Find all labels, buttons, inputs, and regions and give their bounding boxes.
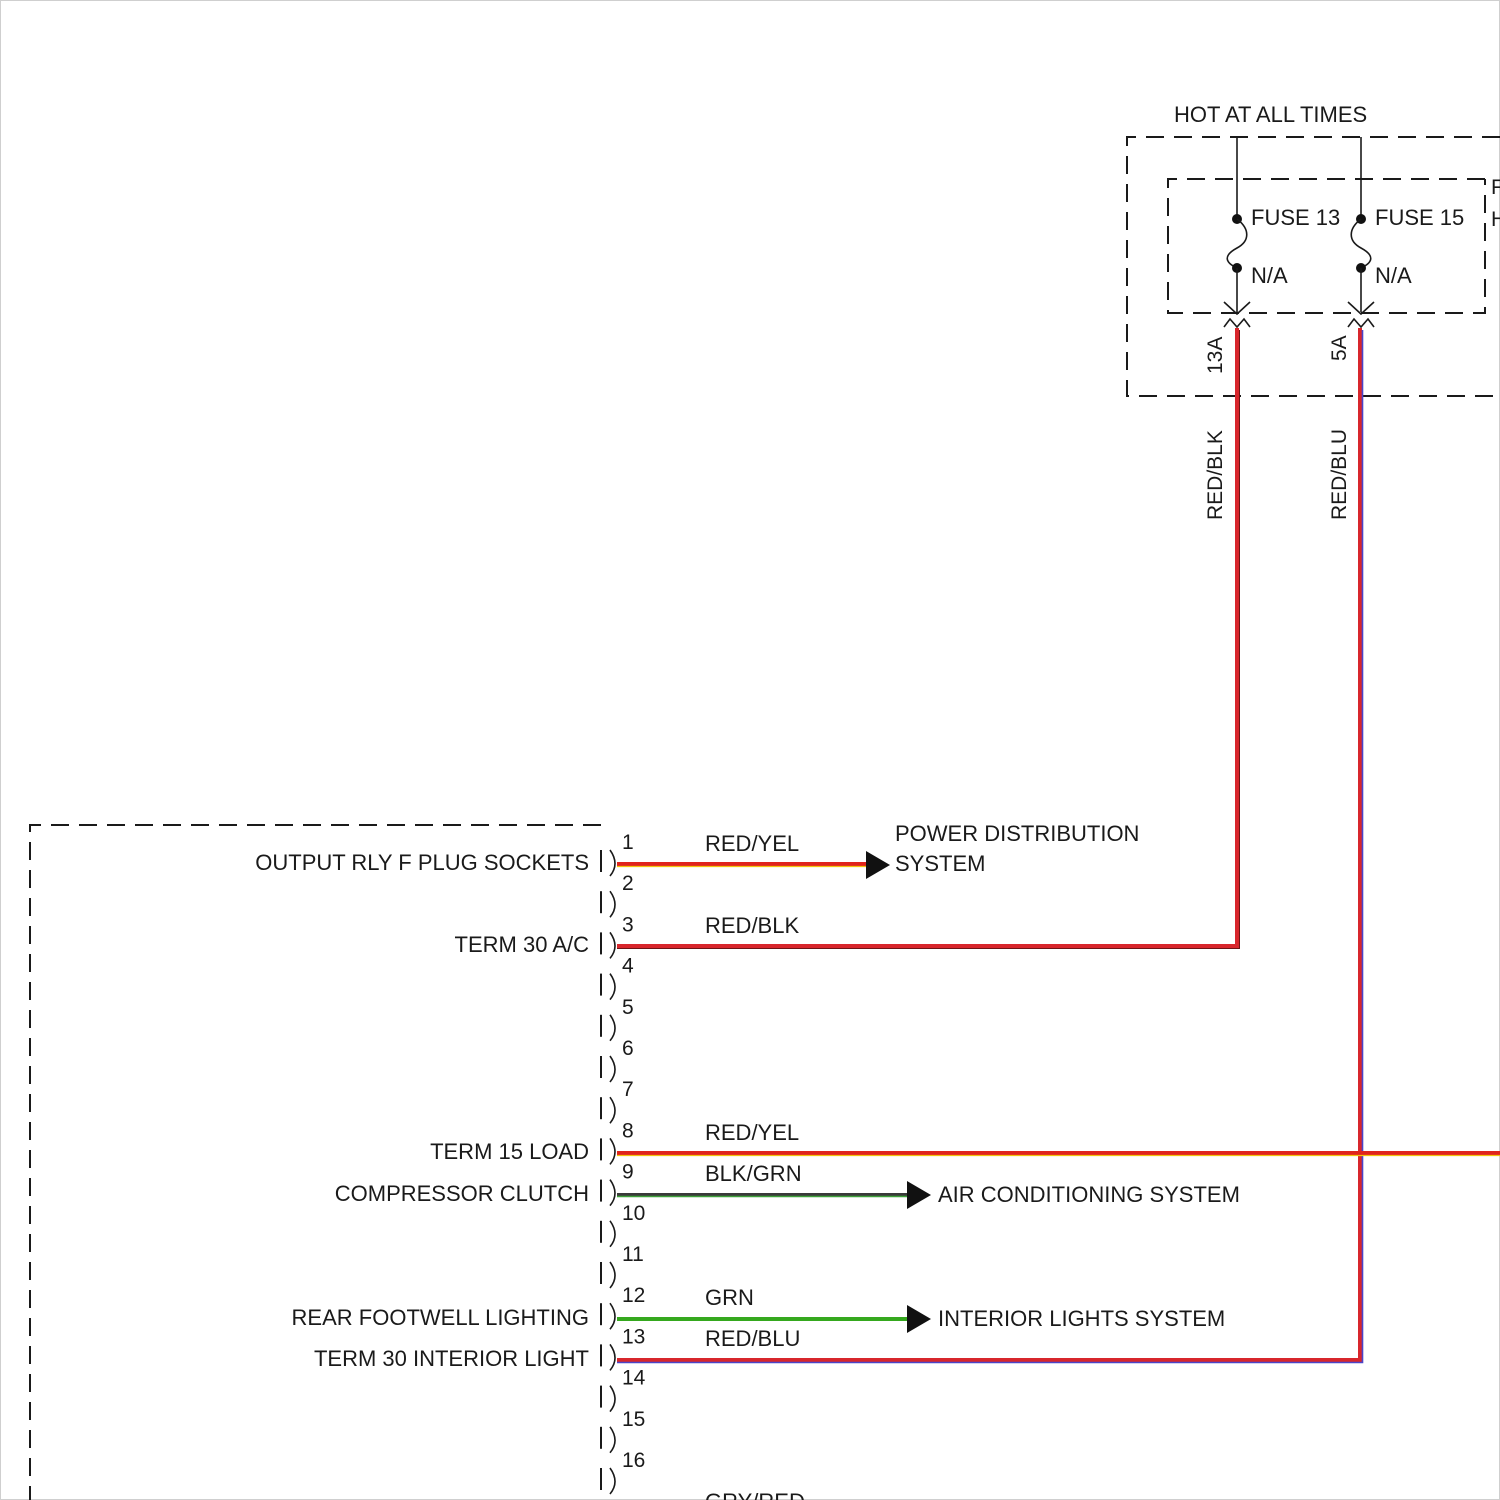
connector-terminal-icon: [610, 1468, 615, 1494]
pin-number: 6: [622, 1037, 634, 1060]
fuse-15-element-icon: [1351, 219, 1371, 268]
pin-number: 14: [622, 1367, 646, 1390]
destination-interior-lights[interactable]: INTERIOR LIGHTS SYSTEM: [938, 1306, 1225, 1331]
connector-terminal-icon: [610, 1056, 615, 1082]
connector-terminal-icon: [610, 1427, 615, 1453]
fuse-13-rating: N/A: [1251, 263, 1288, 288]
pin-11-wire-color: GRN: [705, 1285, 754, 1310]
pin-number: 8: [622, 1119, 634, 1142]
destination-power-distribution-line1[interactable]: POWER DISTRIBUTION: [895, 821, 1139, 846]
pin-number: 4: [622, 955, 634, 978]
fuse-box-outer-boundary: [1127, 137, 1500, 396]
pin-1-wire-color: RED/YEL: [705, 831, 799, 856]
fuse-15: [1348, 137, 1374, 327]
pin-8-wire-color: BLK/GRN: [705, 1161, 802, 1186]
connector-terminal-icon: [610, 1221, 615, 1247]
pin-7-wire-color: RED/YEL: [705, 1120, 799, 1145]
pin-11-function-label: REAR FOOTWELL LIGHTING: [292, 1305, 589, 1330]
pin-16-wire-color: GRY/RED: [705, 1489, 805, 1500]
pin-number: 7: [622, 1078, 634, 1101]
pin-8-function-label: COMPRESSOR CLUTCH: [335, 1181, 589, 1206]
pin-2-wire-color: RED/BLK: [705, 913, 799, 938]
connector-terminal-icon: [610, 932, 615, 958]
fuse-13-connector-female-icon: [1224, 319, 1250, 327]
pin-number: 12: [622, 1284, 645, 1307]
connector-terminal-icon: [610, 1138, 615, 1164]
pin-7-function-label: TERM 15 LOAD: [430, 1139, 589, 1164]
fuse-15-name: FUSE 15: [1375, 205, 1464, 230]
destination-air-conditioning[interactable]: AIR CONDITIONING SYSTEM: [938, 1182, 1240, 1207]
power-header: HOT AT ALL TIMES: [1174, 102, 1367, 127]
connector-terminal-icon: [610, 1262, 615, 1288]
pin-12-function-label: TERM 30 INTERIOR LIGHT: [314, 1346, 589, 1371]
connector-terminal-icon: [610, 1015, 615, 1041]
pin-12-wire-color: RED/BLU: [705, 1326, 800, 1351]
pin-1-function-label: OUTPUT RLY F PLUG SOCKETS: [255, 850, 589, 875]
fuse-13-name: FUSE 13: [1251, 205, 1340, 230]
pin-number: 15: [622, 1408, 645, 1431]
pin-number: 3: [622, 913, 634, 936]
pin-number: 5: [622, 996, 634, 1019]
connector-terminal-icon: [610, 974, 615, 1000]
connector-terminal-icon: [610, 1097, 615, 1123]
connector-terminal-icon: [610, 891, 615, 917]
fuse-13-terminal-label: 13A: [1204, 337, 1227, 374]
fuse-box-edge-letter: F: [1491, 176, 1500, 199]
fuse-15-connector-female-icon: [1348, 319, 1374, 327]
connector-terminal-icon: [610, 850, 615, 876]
arrow-icon: [866, 851, 890, 879]
connector-terminal-icon: [610, 1386, 615, 1412]
connector-terminal-icon: [610, 1180, 615, 1206]
pin-number: 11: [622, 1243, 644, 1266]
pin-2-function-label: TERM 30 A/C: [455, 932, 590, 957]
destination-power-distribution-line2[interactable]: SYSTEM: [895, 851, 985, 876]
pin-number: 13: [622, 1325, 645, 1348]
fuse-13: [1224, 137, 1250, 327]
pin-number: 10: [622, 1202, 645, 1225]
pin-number: 16: [622, 1449, 645, 1472]
fuse-13-wire-color-label: RED/BLK: [1204, 430, 1227, 520]
fuse-15-terminal-label: 5A: [1328, 335, 1351, 361]
connector-terminal-icon: [610, 1303, 615, 1329]
fuse-box-edge-letter: H: [1491, 208, 1500, 231]
fuse-13-element-icon: [1227, 219, 1247, 268]
arrow-icon: [907, 1181, 931, 1209]
fuse-15-wire-color-label: RED/BLU: [1328, 429, 1351, 520]
module-connector: [601, 850, 615, 1494]
pin-number: 9: [622, 1161, 634, 1184]
fuse-box-inner-boundary: [1168, 179, 1485, 313]
arrow-icon: [907, 1305, 931, 1333]
wire-red-yel-pin7: [617, 1153, 1500, 1156]
connector-terminal-icon: [610, 1344, 615, 1370]
fuse-15-rating: N/A: [1375, 263, 1412, 288]
pin-number: 1: [622, 831, 634, 854]
pin-number: 2: [622, 872, 634, 895]
